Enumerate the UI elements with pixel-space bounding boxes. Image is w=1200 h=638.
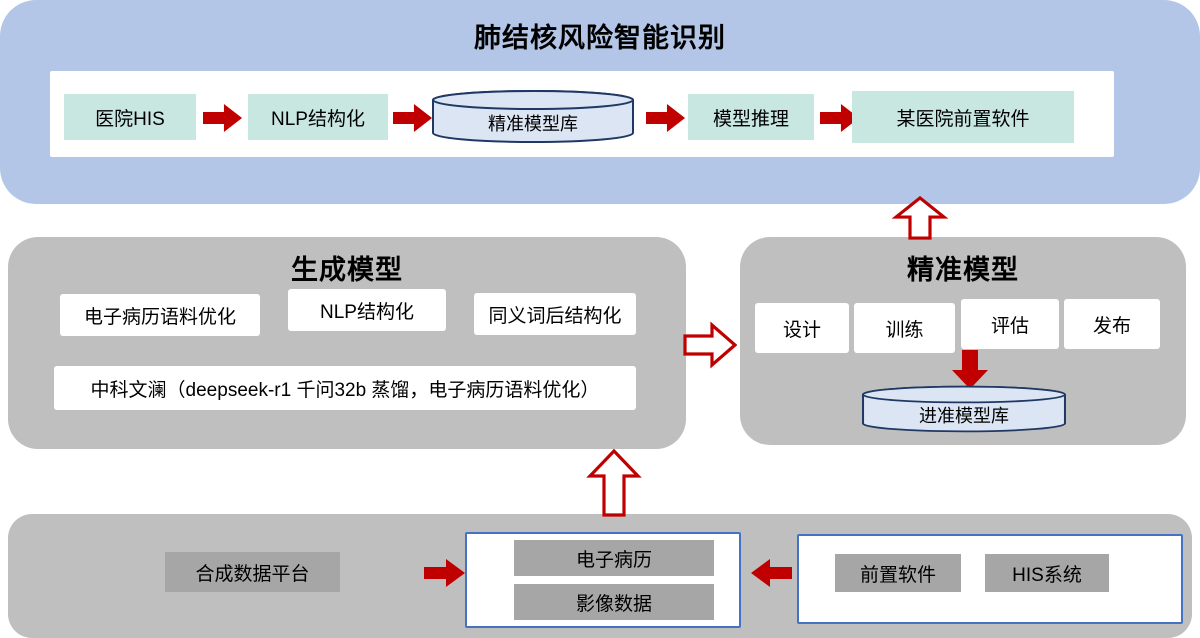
node-hospital-his: 医院HIS [64, 94, 196, 140]
node-his-system: HIS系统 [985, 554, 1109, 592]
node-nlp-structuring-gen: NLP结构化 [288, 289, 446, 331]
node-emr-corpus-optimization: 电子病历语料优化 [60, 294, 260, 336]
node-synonym-structuring: 同义词后结构化 [474, 293, 636, 335]
node-hospital-front-software-label: 某医院前置软件 [896, 108, 1030, 130]
arrow-right-outline-icon [683, 321, 737, 369]
node-emr-data: 电子病历 [514, 540, 714, 576]
arrow-up-outline-icon [891, 196, 949, 240]
node-hospital-his-label: 医院HIS [95, 108, 165, 130]
node-imaging-data: 影像数据 [514, 584, 714, 620]
top-panel-title: 肺结核风险智能识别 [474, 23, 726, 53]
arrow-down-icon [952, 350, 988, 390]
node-nlp-structuring-top-label: NLP结构化 [271, 108, 365, 130]
node-synthetic-data-platform: 合成数据平台 [165, 552, 340, 592]
arrow-right-icon [646, 104, 686, 132]
node-emr-corpus-optimization-label: 电子病历语料优化 [83, 306, 236, 328]
arrow-right-icon [424, 559, 465, 587]
node-model-inference-label: 模型推理 [712, 108, 789, 130]
node-model-inference: 模型推理 [688, 94, 814, 140]
database-cylinder-icon [432, 90, 634, 143]
node-nlp-structuring-gen-label: NLP结构化 [320, 301, 414, 323]
node-evaluate-step: 评估 [961, 299, 1059, 349]
arrow-right-icon [393, 104, 433, 132]
precise-model-title: 精准模型 [907, 255, 1019, 285]
generation-model-panel [8, 237, 686, 449]
node-design-step-label: 设计 [782, 319, 821, 341]
node-synonym-structuring-label: 同义词后结构化 [488, 305, 622, 327]
arrow-right-icon [203, 104, 243, 132]
node-front-software-label: 前置软件 [859, 564, 936, 586]
arrow-up-outline-icon [586, 449, 642, 517]
node-precise-model-db-2: 进准模型库 [860, 402, 1068, 428]
node-zhongke-wenlan: 中科文澜（deepseek-r1 千问32b 蒸馏，电子病历语料优化） [54, 366, 636, 410]
node-precise-model-db-2-label: 进准模型库 [919, 406, 1009, 426]
database-cylinder-icon [862, 385, 1066, 433]
node-nlp-structuring-top: NLP结构化 [248, 94, 388, 140]
node-synthetic-data-platform-label: 合成数据平台 [195, 563, 310, 585]
arrow-right-icon [820, 104, 860, 132]
node-zhongke-wenlan-label: 中科文澜（deepseek-r1 千问32b 蒸馏，电子病历语料优化） [90, 379, 600, 401]
arrow-left-icon [751, 559, 792, 587]
node-publish-step-label: 发布 [1092, 315, 1131, 337]
node-precise-model-db-label: 精准模型库 [488, 114, 578, 134]
node-front-software: 前置软件 [835, 554, 961, 592]
node-emr-data-label: 电子病历 [575, 549, 652, 571]
node-imaging-data-label: 影像数据 [575, 593, 652, 615]
node-design-step: 设计 [755, 303, 849, 353]
node-evaluate-step-label: 评估 [990, 315, 1029, 337]
node-train-step-label: 训练 [885, 319, 924, 341]
node-hospital-front-software: 某医院前置软件 [852, 91, 1074, 143]
generation-model-title: 生成模型 [291, 255, 403, 285]
node-precise-model-db: 精准模型库 [430, 110, 636, 136]
node-his-system-label: HIS系统 [1012, 564, 1082, 586]
node-train-step: 训练 [854, 303, 955, 353]
node-publish-step: 发布 [1064, 299, 1160, 349]
